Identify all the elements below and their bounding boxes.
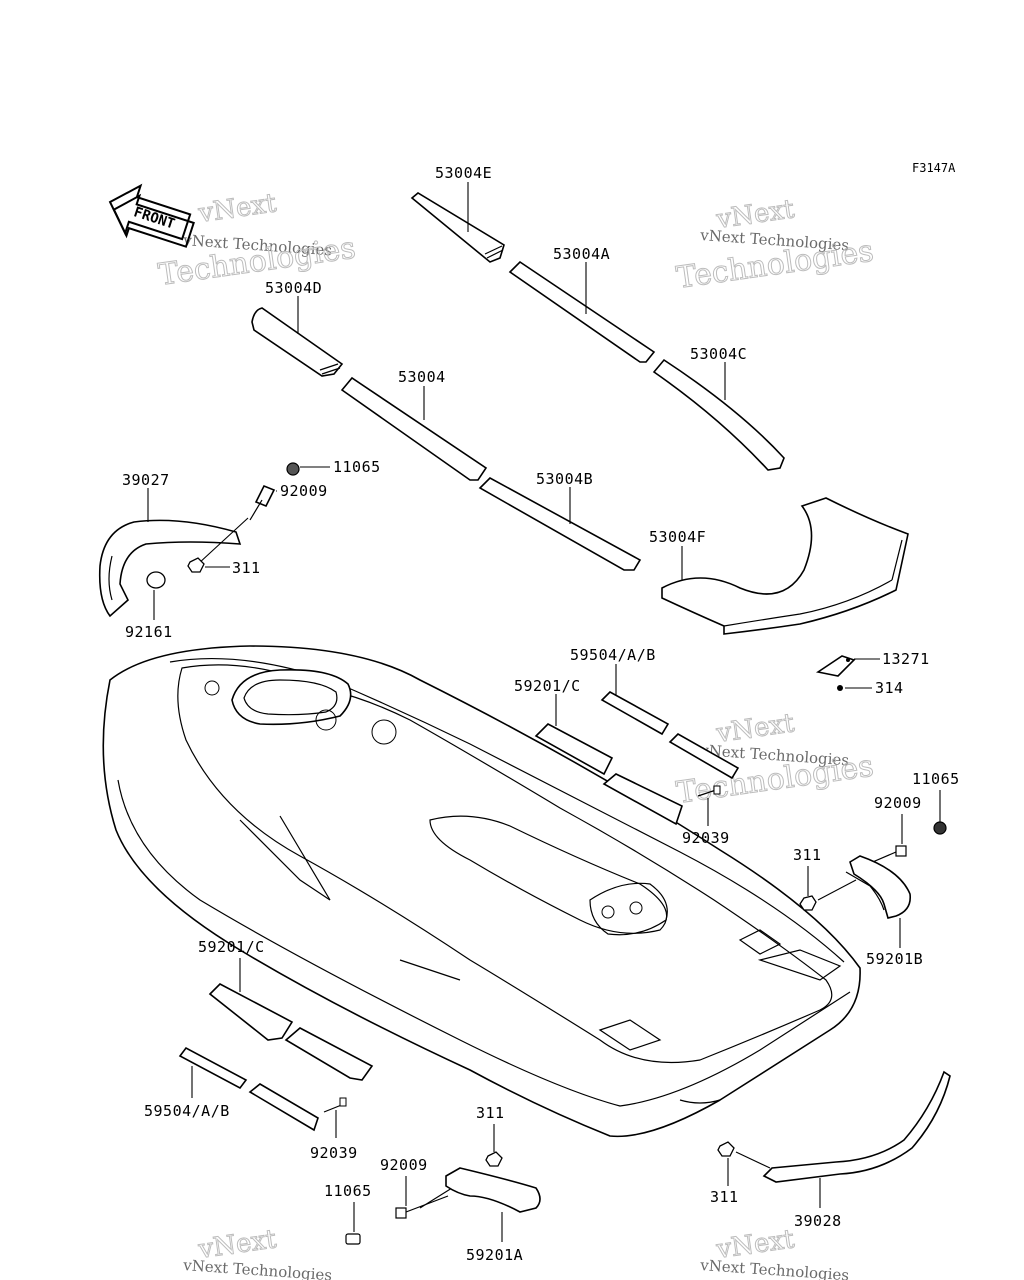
label-311-bottom: 311 xyxy=(476,1104,505,1122)
label-39028: 39028 xyxy=(794,1212,842,1230)
watermark-top-left: vNext vNext Technologies Technologies xyxy=(156,188,358,294)
nut-311-br xyxy=(717,1141,735,1157)
nut-311-bottom xyxy=(485,1151,503,1167)
grommet-11065-right xyxy=(933,821,947,835)
label-92161: 92161 xyxy=(125,623,173,641)
label-53004: 53004 xyxy=(398,368,446,386)
label-13271: 13271 xyxy=(882,650,930,668)
cover-59201B xyxy=(845,855,912,919)
label-92039-top: 92039 xyxy=(682,829,730,847)
label-59201A: 59201A xyxy=(466,1246,523,1264)
cover-59201A xyxy=(445,1167,541,1213)
plate-59504-bottom xyxy=(178,1046,319,1132)
label-59504-top: 59504/A/B xyxy=(570,646,656,664)
mat-53004D xyxy=(251,307,344,377)
watermark-line2: vNext Technologies xyxy=(699,1256,850,1280)
label-53004F: 53004F xyxy=(649,528,706,546)
watermark-bottom-right: vNext vNext Technologies xyxy=(699,1224,850,1280)
bracket-13271 xyxy=(815,655,856,677)
bolt-92039-top xyxy=(697,785,721,797)
label-53004E: 53004E xyxy=(435,164,492,182)
label-311-right: 311 xyxy=(793,846,822,864)
label-59504-bottom: 59504/A/B xyxy=(144,1102,230,1120)
label-59201C-top: 59201/C xyxy=(514,677,581,695)
mat-53004A xyxy=(508,260,656,363)
label-53004D: 53004D xyxy=(265,279,322,297)
label-59201C-bottom: 59201/C xyxy=(198,938,265,956)
nut-311-right xyxy=(799,895,817,911)
mat-53004 xyxy=(340,376,488,481)
label-92039-bottom: 92039 xyxy=(310,1144,358,1162)
diagram-code: F3147A xyxy=(912,161,956,175)
label-92009-bottom: 92009 xyxy=(380,1156,428,1174)
mat-53004B xyxy=(478,477,642,571)
watermark-line2: vNext Technologies xyxy=(182,1256,333,1280)
bolt-92039-bottom xyxy=(323,1097,347,1113)
plate-59504-top xyxy=(600,691,670,736)
cover-59201C-top xyxy=(534,723,683,826)
label-39027: 39027 xyxy=(122,471,170,489)
bolt-92009-top xyxy=(249,484,276,521)
label-53004C: 53004C xyxy=(690,345,747,363)
rail-39028 xyxy=(762,1070,951,1183)
label-53004B: 53004B xyxy=(536,470,593,488)
mat-53004E xyxy=(410,192,505,263)
label-11065-right: 11065 xyxy=(912,770,960,788)
handle-39027 xyxy=(98,519,242,618)
label-314: 314 xyxy=(875,679,904,697)
cap-92161 xyxy=(146,571,166,589)
cover-59201C-bottom xyxy=(208,983,374,1081)
plate-59504-top-segment xyxy=(668,733,740,780)
nut-311-top xyxy=(187,557,205,573)
watermark-line1: vNext xyxy=(196,188,279,229)
label-59201B: 59201B xyxy=(866,950,923,968)
mat-53004C xyxy=(652,358,785,471)
watermark-bottom-left: vNext vNext Technologies xyxy=(182,1224,333,1280)
nut-314 xyxy=(837,685,843,691)
hull-body xyxy=(102,645,861,1138)
label-311-br: 311 xyxy=(710,1188,739,1206)
label-53004A: 53004A xyxy=(553,245,610,263)
cap-11065-bottom xyxy=(345,1233,361,1245)
label-11065-bottom: 11065 xyxy=(324,1182,372,1200)
label-92009-right: 92009 xyxy=(874,794,922,812)
grommet-11065-top xyxy=(286,462,300,476)
mat-53004F xyxy=(661,497,909,635)
label-11065-top: 11065 xyxy=(333,458,381,476)
label-92009-top: 92009 xyxy=(280,482,328,500)
label-311-top: 311 xyxy=(232,559,261,577)
watermark-top-right: vNext vNext Technologies Technologies xyxy=(674,194,876,297)
